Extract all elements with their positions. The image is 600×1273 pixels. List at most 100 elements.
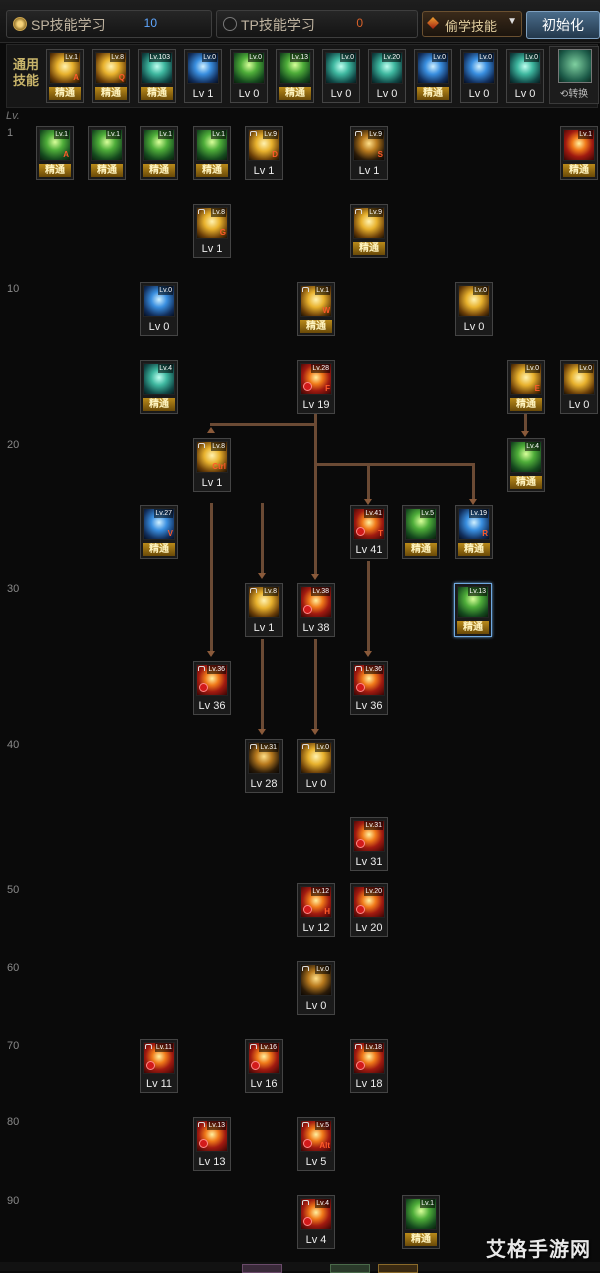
skill-slot[interactable]: Lv.13 精通 (454, 583, 492, 637)
skill-caption: Lv 11 (145, 1078, 173, 1090)
sp-skill-tab[interactable]: SP技能学习 10 (6, 10, 212, 38)
skill-level-tag: Lv.20 (364, 887, 383, 896)
footer-tab[interactable] (242, 1264, 282, 1273)
skill-icon: Lv.0 (143, 285, 175, 317)
skill-slot[interactable]: Lv.1 精通 (88, 126, 126, 180)
hotkey-label: E (534, 384, 540, 393)
skill-icon: Lv.1 (91, 129, 123, 161)
skill-caption: 精通 (457, 621, 489, 634)
hotkey-label: A (63, 150, 69, 159)
arrow-down-icon (364, 651, 372, 657)
skill-icon: Lv.4 (143, 363, 175, 395)
warning-icon (356, 1061, 365, 1070)
skill-slot[interactable]: Lv.9 精通 (350, 204, 388, 258)
swap-button[interactable]: ⟲转换 (549, 46, 599, 104)
arrow-down-icon (258, 729, 266, 735)
skill-caption: Lv 0 (148, 321, 170, 333)
warning-icon (199, 1139, 208, 1148)
skill-caption: 精通 (353, 242, 385, 255)
skill-level-tag: Lv.20 (382, 53, 401, 62)
skill-level-tag: Lv.13 (207, 1121, 226, 1130)
skill-caption: Lv 18 (355, 1078, 383, 1090)
connector (261, 503, 264, 573)
connector (210, 503, 213, 653)
skill-level-tag: Lv.4 (158, 364, 173, 373)
skill-slot[interactable]: Lv.4 精通 (140, 360, 178, 414)
skill-icon: Lv.0 (563, 363, 595, 395)
radio-unselected-icon (223, 17, 237, 31)
skill-caption: 精通 (91, 164, 123, 177)
skill-icon: Lv.38 (300, 586, 332, 618)
skill-level-tag: Lv.36 (364, 665, 383, 674)
steal-skill-dropdown[interactable]: 偷学技能 ▼ (422, 11, 522, 37)
sp-tab-label: SP技能学习 (31, 17, 106, 33)
skill-level-tag: Lv.8 (263, 587, 278, 596)
skill-icon: Lv.4 (510, 441, 542, 473)
footer-tab[interactable] (330, 1264, 370, 1273)
skill-icon: Lv.8 (248, 586, 280, 618)
reset-button[interactable]: 初始化 (526, 11, 600, 39)
skill-level-tag: Lv.28 (311, 364, 330, 373)
connector (367, 561, 370, 653)
skill-level-tag: Lv.13 (468, 587, 487, 596)
skill-icon: Lv.13 (457, 586, 489, 618)
skill-caption: 精通 (405, 1233, 437, 1246)
skill-icon: Lv.0 (417, 52, 449, 84)
tp-skill-tab[interactable]: TP技能学习 0 (216, 10, 418, 38)
skill-icon: Lv.0 (463, 52, 495, 84)
skill-caption: 精通 (143, 398, 175, 411)
skill-icon: Lv.9 (353, 207, 385, 239)
skill-level-tag: Lv.5 (315, 1121, 330, 1130)
hotkey-label: H (324, 907, 330, 916)
footer-tab[interactable] (378, 1264, 418, 1273)
skill-slot[interactable]: Lv.0 Lv 0 (140, 282, 178, 336)
